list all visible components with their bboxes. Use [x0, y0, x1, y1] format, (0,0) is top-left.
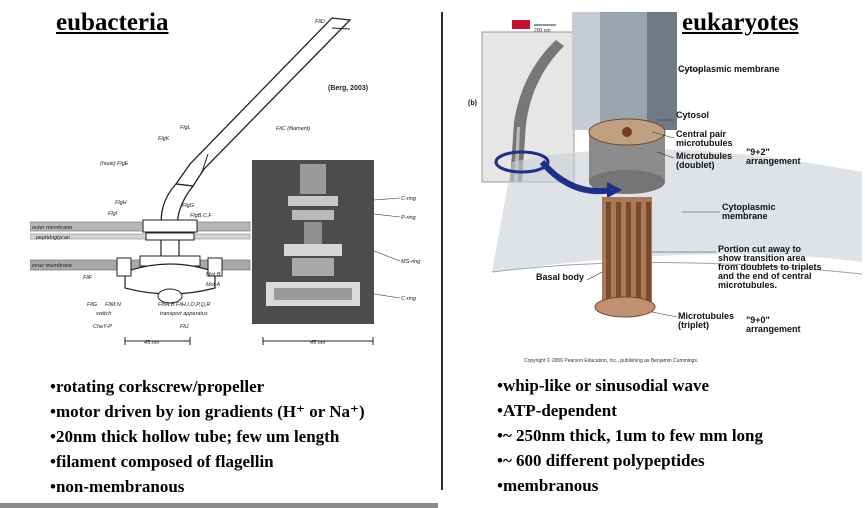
label-chey: CheY-P [93, 324, 112, 330]
list-item: non-membranous [50, 474, 365, 499]
label-cytoplasmic-2: Cytoplasmic [722, 202, 776, 212]
c-ring-shape [124, 263, 216, 295]
list-item: whip-like or sinusodial wave [497, 373, 763, 398]
label-motb: Mot B [206, 272, 221, 278]
label-flif: FliF [83, 275, 93, 281]
eukaryotic-flagellum-diagram: 200 nm (b) Cytoplasmic membrane Cytosol … [468, 12, 862, 364]
label-portion-4: and the end of central [718, 271, 812, 281]
label-arrangement-1: arrangement [746, 156, 801, 166]
label-cytosol: Cytosol [676, 110, 709, 120]
label-flgbcf: FlgB,C,F [190, 213, 212, 219]
list-item: ~ 600 different polypeptides [497, 448, 763, 473]
peptidoglycan-band [30, 233, 251, 240]
list-item: rotating corkscrew/propeller [50, 374, 365, 399]
label-mt-doublet: Microtubules [676, 151, 732, 161]
horizontal-scrollbar[interactable] [0, 503, 438, 508]
label-flgi: FlgI [108, 211, 118, 217]
eubacteria-bullet-list: rotating corkscrew/propeller motor drive… [50, 374, 365, 499]
scale-label-2: 45 nm [310, 340, 326, 346]
label-portion-2: show transition area [718, 253, 807, 263]
label-membrane-2: membrane [722, 211, 768, 221]
eukaryotes-bullet-list: whip-like or sinusodial wave ATP-depende… [497, 373, 763, 498]
center-divider [441, 12, 443, 490]
label-flic: FliC (filament) [276, 126, 310, 132]
scale-text: 200 nm [534, 28, 551, 34]
label-basal-body: Basal body [536, 272, 584, 282]
label-switch: switch [96, 311, 111, 317]
label-flid: FliD [315, 19, 325, 25]
label-flgh: FlgH [115, 200, 127, 206]
scale-marker [512, 20, 530, 29]
label-c-ring-2: C-ring [401, 296, 417, 302]
eubacteria-title: eubacteria [56, 9, 169, 36]
label-mota: Mot A [206, 282, 220, 288]
list-item: ATP-dependent [497, 398, 763, 423]
label-arrangement-2: arrangement [746, 324, 801, 334]
label-cytoplasmic-membrane: Cytoplasmic membrane [678, 64, 780, 74]
label-9plus2: "9+2" [746, 147, 770, 157]
label-flim: FliJ [180, 324, 189, 330]
label-flgk: FlgK [158, 136, 170, 142]
citation: (Berg, 2003) [328, 85, 368, 92]
label-portion-3: from doublets to triplets [718, 262, 822, 272]
outer-membrane-band [30, 221, 251, 232]
panel-label: (b) [468, 100, 477, 107]
label-outer-membrane: outer membrane [32, 225, 72, 231]
label-p-ring: P-ring [401, 215, 417, 221]
label-portion-5: microtubules. [718, 280, 777, 290]
label-flh: FlhA,B FliH,I,O,P,Q,R [158, 302, 210, 308]
list-item: membranous [497, 473, 763, 498]
label-central-pair-2: microtubules [676, 138, 733, 148]
eukaryotes-title: eukaryotes [682, 9, 799, 36]
label-transport: transport apparatus [160, 311, 208, 317]
label-c-ring: C-ring [401, 196, 417, 202]
label-ms-ring: MS-ring [401, 259, 421, 265]
scale-label-1: 45 nm [144, 340, 160, 346]
callout-arrow [539, 160, 613, 195]
label-mt-triplet-2: (triplet) [678, 320, 709, 330]
label-9plus0: "9+0" [746, 315, 770, 325]
label-flimn: FliM,N [105, 302, 121, 308]
label-portion-1: Portion cut away to [718, 244, 802, 254]
list-item: 20nm thick hollow tube; few um length [50, 424, 365, 449]
label-hook: (hook) FlgE [100, 161, 129, 167]
copyright-notice: Copyright © 2006 Pearson Education, Inc.… [524, 357, 698, 364]
label-inner-membrane: inner membrane [32, 263, 72, 269]
label-mt-doublet-2: (doublet) [676, 160, 715, 170]
cross-section-9plus0 [594, 296, 656, 318]
bacterial-flagellum-diagram: FliD (Berg, 2003) FliC (filament) FlgL F… [30, 17, 421, 346]
label-flgl: FlgL [180, 125, 191, 131]
label-peptidoglycan: peptidoglycan [35, 235, 70, 241]
label-mt-triplet: Microtubules [678, 311, 734, 321]
label-flgg: FlgG [182, 203, 195, 209]
list-item: filament composed of flagellin [50, 449, 365, 474]
label-flig: FliG [87, 302, 98, 308]
label-central-pair: Central pair [676, 129, 727, 139]
list-item: ~ 250nm thick, 1um to few mm long [497, 423, 763, 448]
list-item: motor driven by ion gradients (H⁺ or Na⁺… [50, 399, 365, 424]
